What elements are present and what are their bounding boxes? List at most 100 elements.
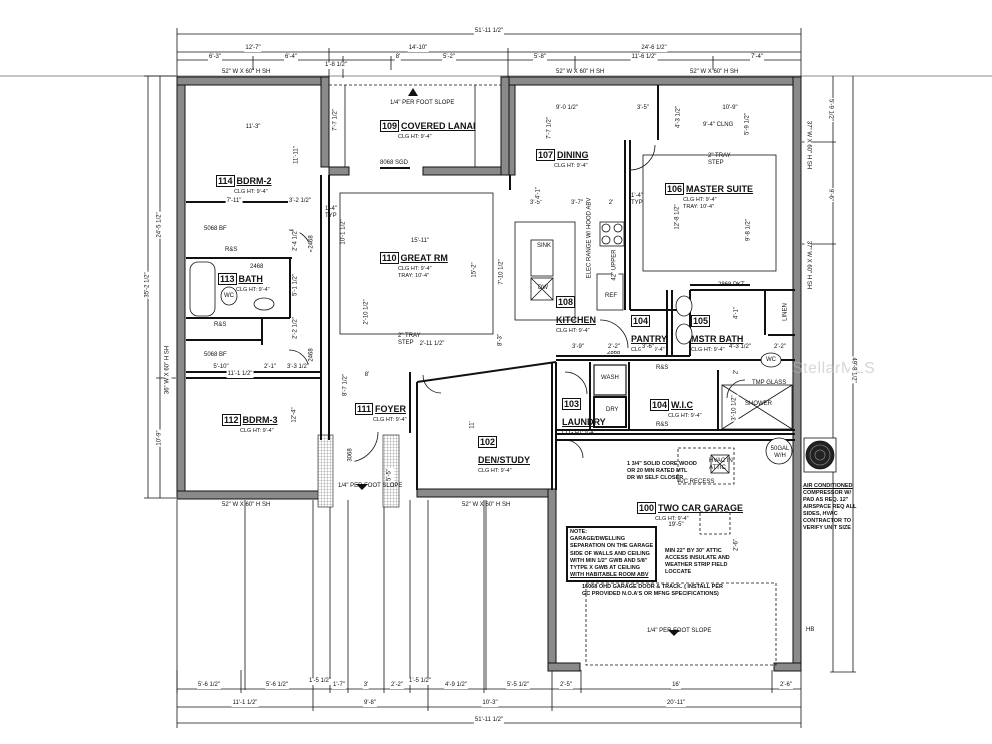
top-dim: 24'-6 1/2" (640, 45, 668, 52)
top-dim: 12'-7" (244, 45, 262, 52)
bottom-dim: 20'-11" (665, 700, 687, 707)
linen-label: LINEN (782, 302, 790, 322)
door-label: 2468 (250, 264, 264, 270)
separation-note-box: NOTE: GARAGE/DWELLING SEPARATION ON THE … (566, 526, 658, 583)
interior-dim: 19'-5" (667, 522, 685, 529)
bifold-label: 5068 BF (204, 226, 227, 232)
interior-dim: 2'-11 1/2" (418, 341, 446, 348)
interior-dim: 11'-1 1/2" (226, 371, 254, 378)
ac-recess-label: A/C RECESS (678, 479, 715, 485)
interior-dim: 4'-1" (535, 186, 543, 200)
rod-shelf-label: R&S (656, 422, 669, 428)
interior-dim: 7'-7 1/2" (546, 116, 554, 140)
rod-shelf-label: R&S (225, 247, 238, 253)
ceiling-label: 9'-4" CLNG (703, 122, 734, 128)
interior-dim: 8' (363, 372, 371, 379)
window-label: 52" W X 60" H SH (222, 502, 271, 508)
overall-width-top: 51'-11 1/2" (473, 28, 505, 35)
top-dim: 14'-10" (407, 45, 429, 52)
interior-dim: 5'-9 1/2" (744, 112, 752, 136)
interior-dim: 11'-3" (244, 124, 262, 131)
bottom-dim: 9'-8" (363, 700, 377, 707)
left-dim: 24'-5 1/2" (156, 211, 164, 239)
door-label: 2868 (607, 350, 621, 356)
interior-dim: 4'-3 1/2" (728, 344, 752, 351)
sgd-label: 8068 SGD (380, 160, 409, 166)
tray-step-label: 2" TRAY STEP (398, 333, 421, 346)
rod-shelf-label: R&S (214, 322, 227, 328)
kitchen-appliances (189, 221, 837, 474)
tray-outlines (339, 154, 777, 335)
interior-dim: 15'-11" (409, 238, 431, 245)
pocket-door-label: 2868 PKT (718, 282, 745, 288)
slope-label: 1/4" PER FOOT SLOPE (338, 483, 403, 489)
interior-dim: 7'-11" (225, 198, 243, 205)
typ-label: 1'-4" TYP (325, 206, 337, 219)
interior-dim: 9'-0 1/2" (555, 105, 579, 112)
door-label: 2468 (308, 234, 316, 250)
dishwasher-label: DW (538, 285, 548, 291)
window-label: 36" W X 60" H SH (164, 344, 172, 396)
interior-dim: 8'-7 1/2" (342, 373, 350, 397)
top-dim: 8' (394, 54, 402, 61)
interior-dim: 2' (733, 368, 741, 376)
interior-dim: 3'-10 1/2" (731, 394, 739, 422)
interior-dim: 3'-7" (570, 200, 584, 207)
bottom-dim: 2'-6" (779, 682, 793, 689)
toilet-label: WC (224, 293, 234, 299)
interior-dim: 3'-2 1/2" (288, 198, 312, 205)
top-dim: 7'-4" (750, 54, 764, 61)
window-label: 52" W X 60" H SH (222, 69, 271, 75)
rod-shelf-label: R&S (656, 365, 669, 371)
ac-compressor-note: AIR CONDITIONED COMPRESSOR W/ PAD AS REQ… (803, 483, 857, 531)
tmp-glass-label: TMP GLASS (752, 380, 787, 386)
washer-label: WASH (601, 375, 619, 381)
bottom-dim: 1'-5 1/2" (408, 678, 432, 685)
door-rating-note: 1 3/4" SOLID CORE WOOD OR 20 MIN RATED M… (627, 461, 697, 481)
interior-dim: 3'-3 1/2" (286, 364, 310, 371)
interior-dim: 2'-2" (773, 344, 787, 351)
interior-dim: 9'-8 1/2" (745, 218, 753, 242)
range-label: ELEC RANGE W/ HOOD ABV (586, 196, 594, 280)
water-heater-label: 50GAL W/H (770, 446, 790, 459)
interior-dim: 7'-10 1/2" (498, 258, 506, 286)
bifold-label: 5068 BF (204, 352, 227, 358)
window-label: 37" W X 60" H SH (804, 119, 812, 171)
bottom-dim: 16' (671, 682, 681, 689)
garage-door-note: 16068 OHD GARAGE DOOR & TRACK. ( INSTALL… (582, 584, 723, 597)
hose-bib-label: HB (806, 627, 815, 633)
interior-dim: 3'-5" (529, 200, 543, 207)
entry-door-label: 3068 (347, 447, 355, 463)
dashed-outlines (329, 84, 777, 666)
interior-dim: 10'-9" (721, 105, 739, 112)
window-label: 37" W X 60" H SH (804, 239, 812, 291)
interior-dim: 11' (469, 420, 477, 430)
top-dim: 6'-4" (284, 54, 298, 61)
interior-dim: 2' (607, 200, 615, 207)
slope-arrows (356, 88, 680, 636)
interior-dim: 3'-6" (641, 344, 655, 351)
overall-width-bottom: 51'-11 1/2" (473, 717, 505, 724)
right-dim: 5'-9 1/2" (826, 98, 834, 122)
bottom-dim: 3' (362, 682, 370, 689)
interior-dim: 11'-11" (293, 145, 301, 165)
interior-dim: 4'-1" (733, 306, 741, 320)
attic-access-note: MIN 22" BY 30" ATTIC ACCESS INSULATE AND… (665, 548, 730, 575)
interior-dim: 5'-1 1/2" (292, 273, 300, 297)
bottom-dim: 11'-1 1/2" (231, 700, 259, 707)
top-dimension-lines (0, 28, 992, 78)
shower-label: SHOWER (745, 401, 772, 407)
top-dim: 11'-6 1/2" (630, 54, 658, 61)
